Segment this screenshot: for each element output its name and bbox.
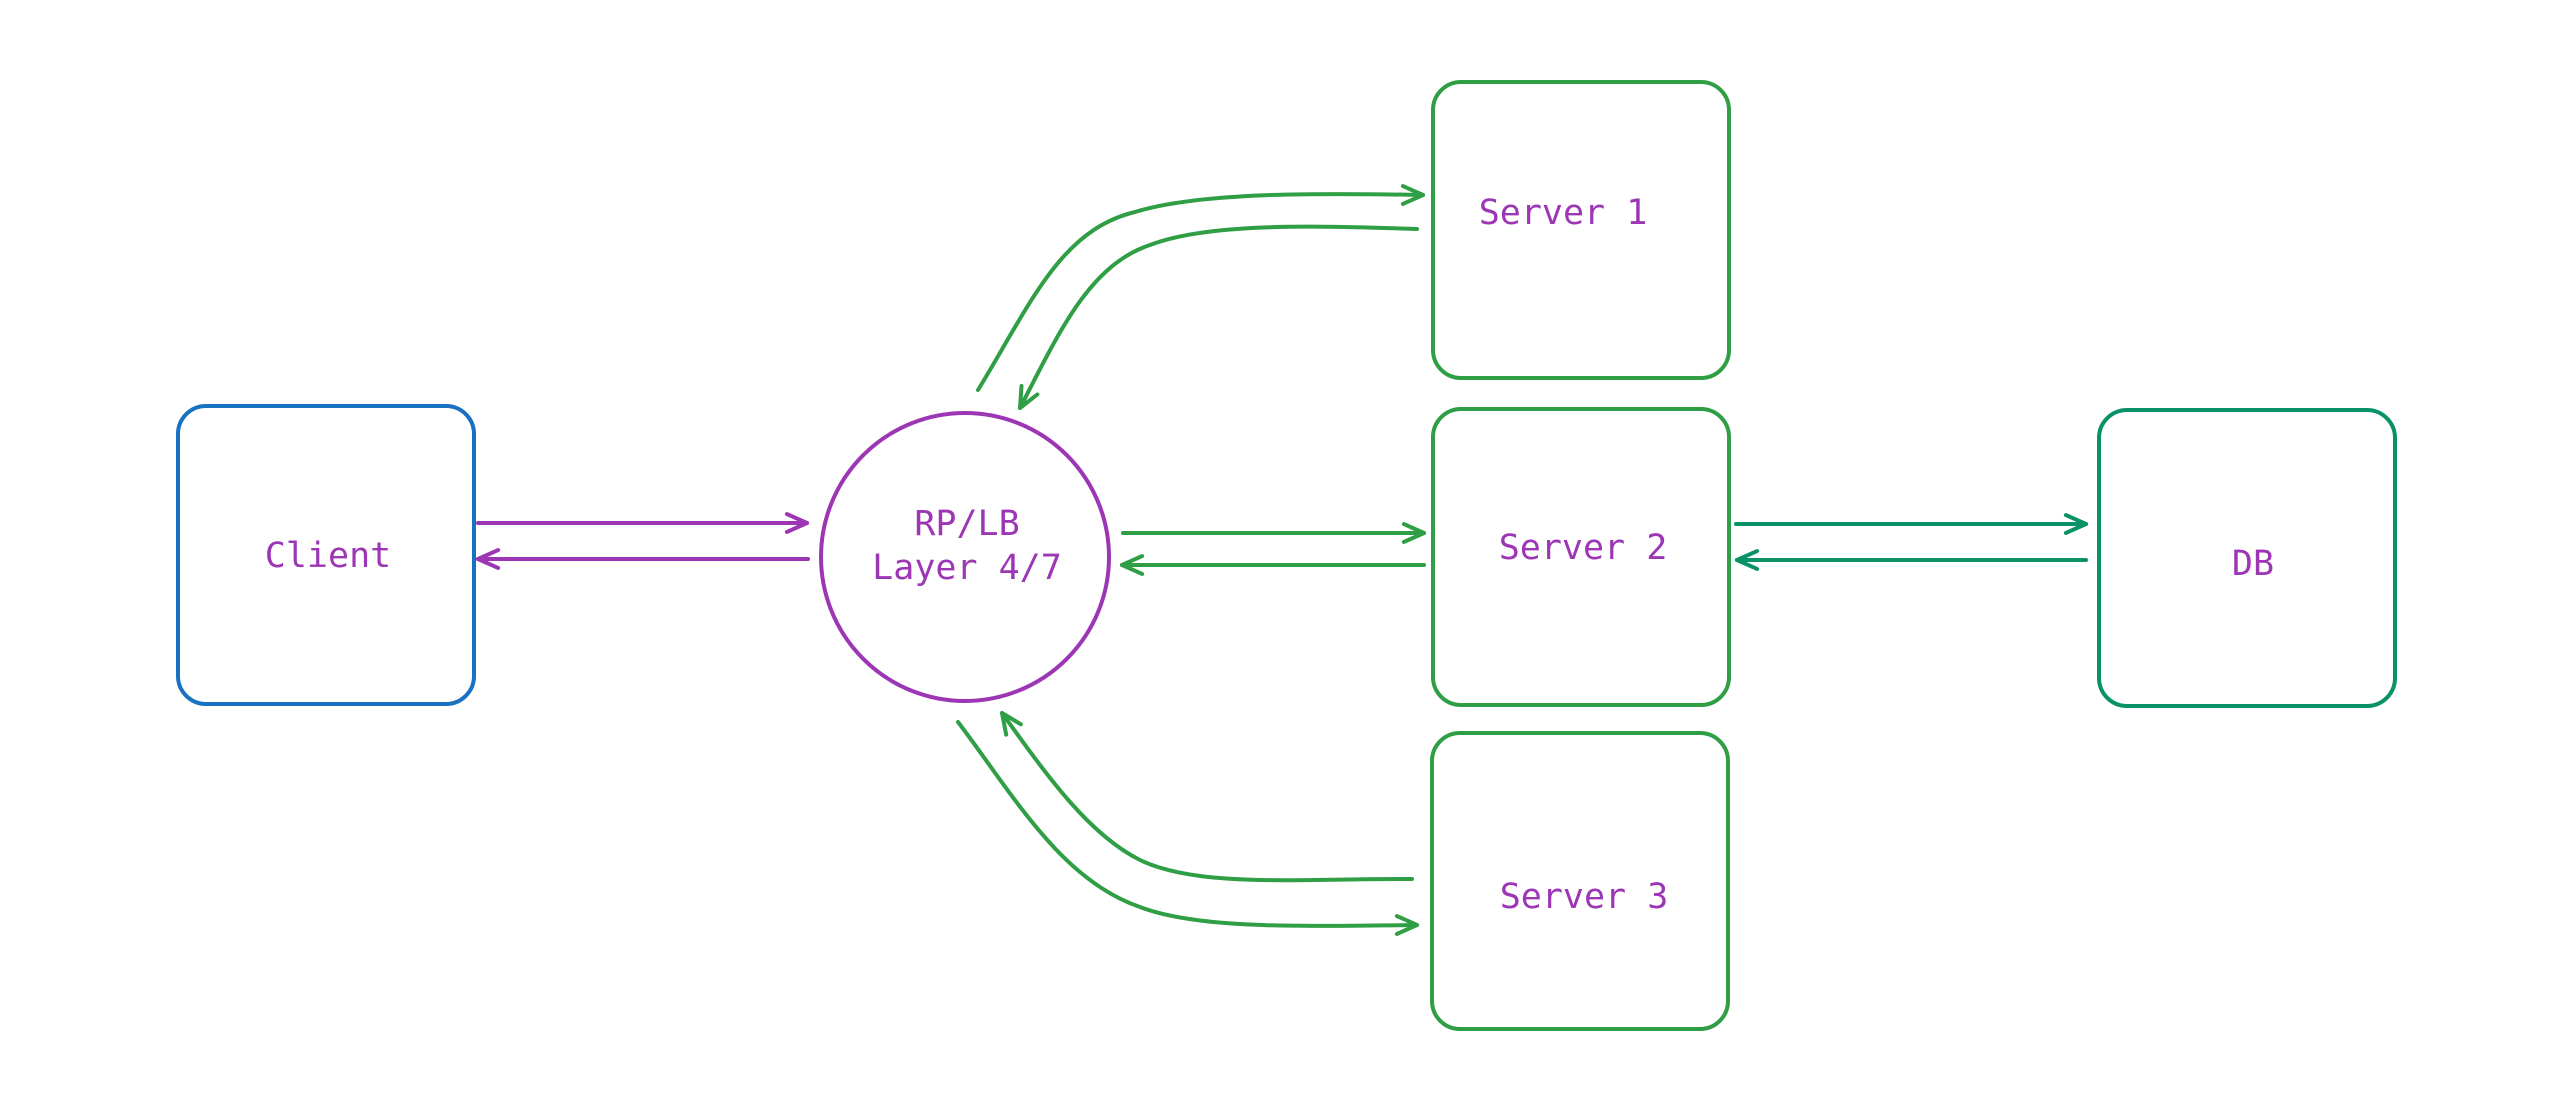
server1-node[interactable]: Server 1 <box>1431 80 1731 380</box>
load-balancer-node[interactable]: RP/LB Layer 4/7 <box>819 411 1111 703</box>
load-balancer-label-line1: RP/LB <box>914 504 1019 544</box>
lb-to-client-arrow <box>476 548 810 570</box>
client-label: Client <box>265 536 391 576</box>
lb-to-server3-arrow-line <box>956 720 1419 928</box>
server2-label: Server 2 <box>1499 528 1668 568</box>
server1-box <box>1431 80 1731 380</box>
client-box <box>176 404 476 706</box>
server3-node[interactable]: Server 3 <box>1430 731 1730 1031</box>
db-box <box>2097 408 2397 708</box>
server3-to-lb-arrow-head <box>1000 711 1023 737</box>
lb-to-server1-arrow <box>976 184 1425 392</box>
server2-to-lb-arrow-head <box>1120 554 1145 576</box>
server3-box <box>1430 731 1730 1031</box>
lb-to-server2-arrow <box>1121 522 1426 544</box>
server1-to-lb-arrow <box>1018 224 1419 410</box>
lb-to-server3-arrow <box>956 720 1419 936</box>
client-to-lb-arrow-head <box>784 512 809 534</box>
load-balancer-label-line2: Layer 4/7 <box>872 548 1062 588</box>
server3-label: Server 3 <box>1500 877 1669 917</box>
server1-label: Server 1 <box>1479 193 1648 233</box>
connection-arrows <box>476 184 2088 936</box>
server1-to-lb-arrow-line <box>1018 224 1419 410</box>
db-to-server2-arrow-head <box>1735 549 1760 571</box>
lb-to-client-arrow-head <box>476 548 501 570</box>
lb-to-server2-arrow-head <box>1401 522 1426 544</box>
client-to-lb-arrow <box>476 512 809 534</box>
db-label: DB <box>2232 544 2274 584</box>
server3-to-lb-arrow-line <box>1000 711 1414 883</box>
server2-to-db-arrow <box>1734 513 2088 535</box>
server2-to-lb-arrow <box>1120 554 1426 576</box>
lb-to-server3-arrow-head <box>1394 914 1419 936</box>
server2-node[interactable]: Server 2 <box>1431 407 1731 707</box>
lb-to-server1-arrow-head <box>1400 184 1425 206</box>
server2-box <box>1431 407 1731 707</box>
server3-to-lb-arrow <box>1000 711 1414 883</box>
load-balancer-circle <box>819 411 1111 703</box>
lb-to-server1-arrow-line <box>976 191 1425 392</box>
server1-to-lb-arrow-head <box>1018 384 1040 410</box>
client-node[interactable]: Client <box>176 404 476 706</box>
db-node[interactable]: DB <box>2097 408 2397 708</box>
server2-to-db-arrow-head <box>2063 513 2088 535</box>
db-to-server2-arrow <box>1735 549 2088 571</box>
